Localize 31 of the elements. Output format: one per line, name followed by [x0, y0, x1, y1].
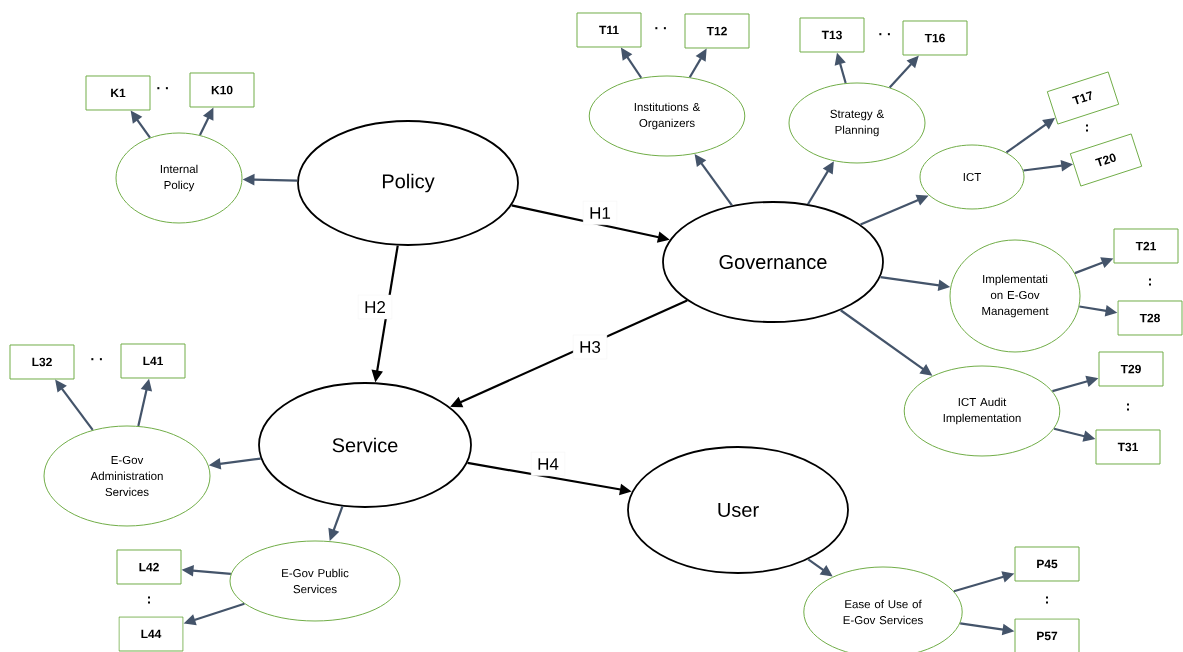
edge-label: H4 — [530, 451, 566, 477]
item-box: T31 — [1095, 429, 1161, 465]
edge-label: H2 — [357, 294, 393, 320]
edge-label: H3 — [572, 334, 608, 360]
item-box: T12 — [684, 13, 750, 49]
item-box: P57 — [1014, 618, 1080, 652]
item-box: P45 — [1014, 546, 1080, 582]
item-box: T28 — [1117, 300, 1183, 336]
item-box: T21 — [1113, 228, 1179, 264]
item-box: K10 — [189, 72, 255, 108]
item-box: L42 — [116, 549, 182, 585]
item-box: L41 — [120, 343, 186, 379]
ellipsis-mark: : — [1086, 124, 1088, 132]
item-box: T13 — [799, 17, 865, 53]
ellipsis-mark: · · — [91, 358, 102, 361]
item-box: T20 — [1069, 133, 1143, 187]
item-box: K1 — [85, 75, 151, 111]
ellipsis-mark: : — [1127, 403, 1129, 411]
item-box: T11 — [576, 12, 642, 48]
ellipsis-mark: : — [148, 596, 150, 604]
ellipsis-mark: : — [1149, 278, 1151, 286]
ellipsis-mark: · · — [655, 27, 666, 30]
item-box: T29 — [1098, 351, 1164, 387]
item-box: T17 — [1046, 71, 1120, 125]
item-box: L32 — [9, 344, 75, 380]
item-box: T16 — [902, 20, 968, 56]
ellipsis-mark: · · — [879, 33, 890, 36]
edge-label: H1 — [582, 200, 618, 226]
ellipsis-mark: · · — [157, 87, 168, 90]
ellipsis-mark: : — [1046, 596, 1048, 604]
item-box: L44 — [118, 616, 184, 652]
